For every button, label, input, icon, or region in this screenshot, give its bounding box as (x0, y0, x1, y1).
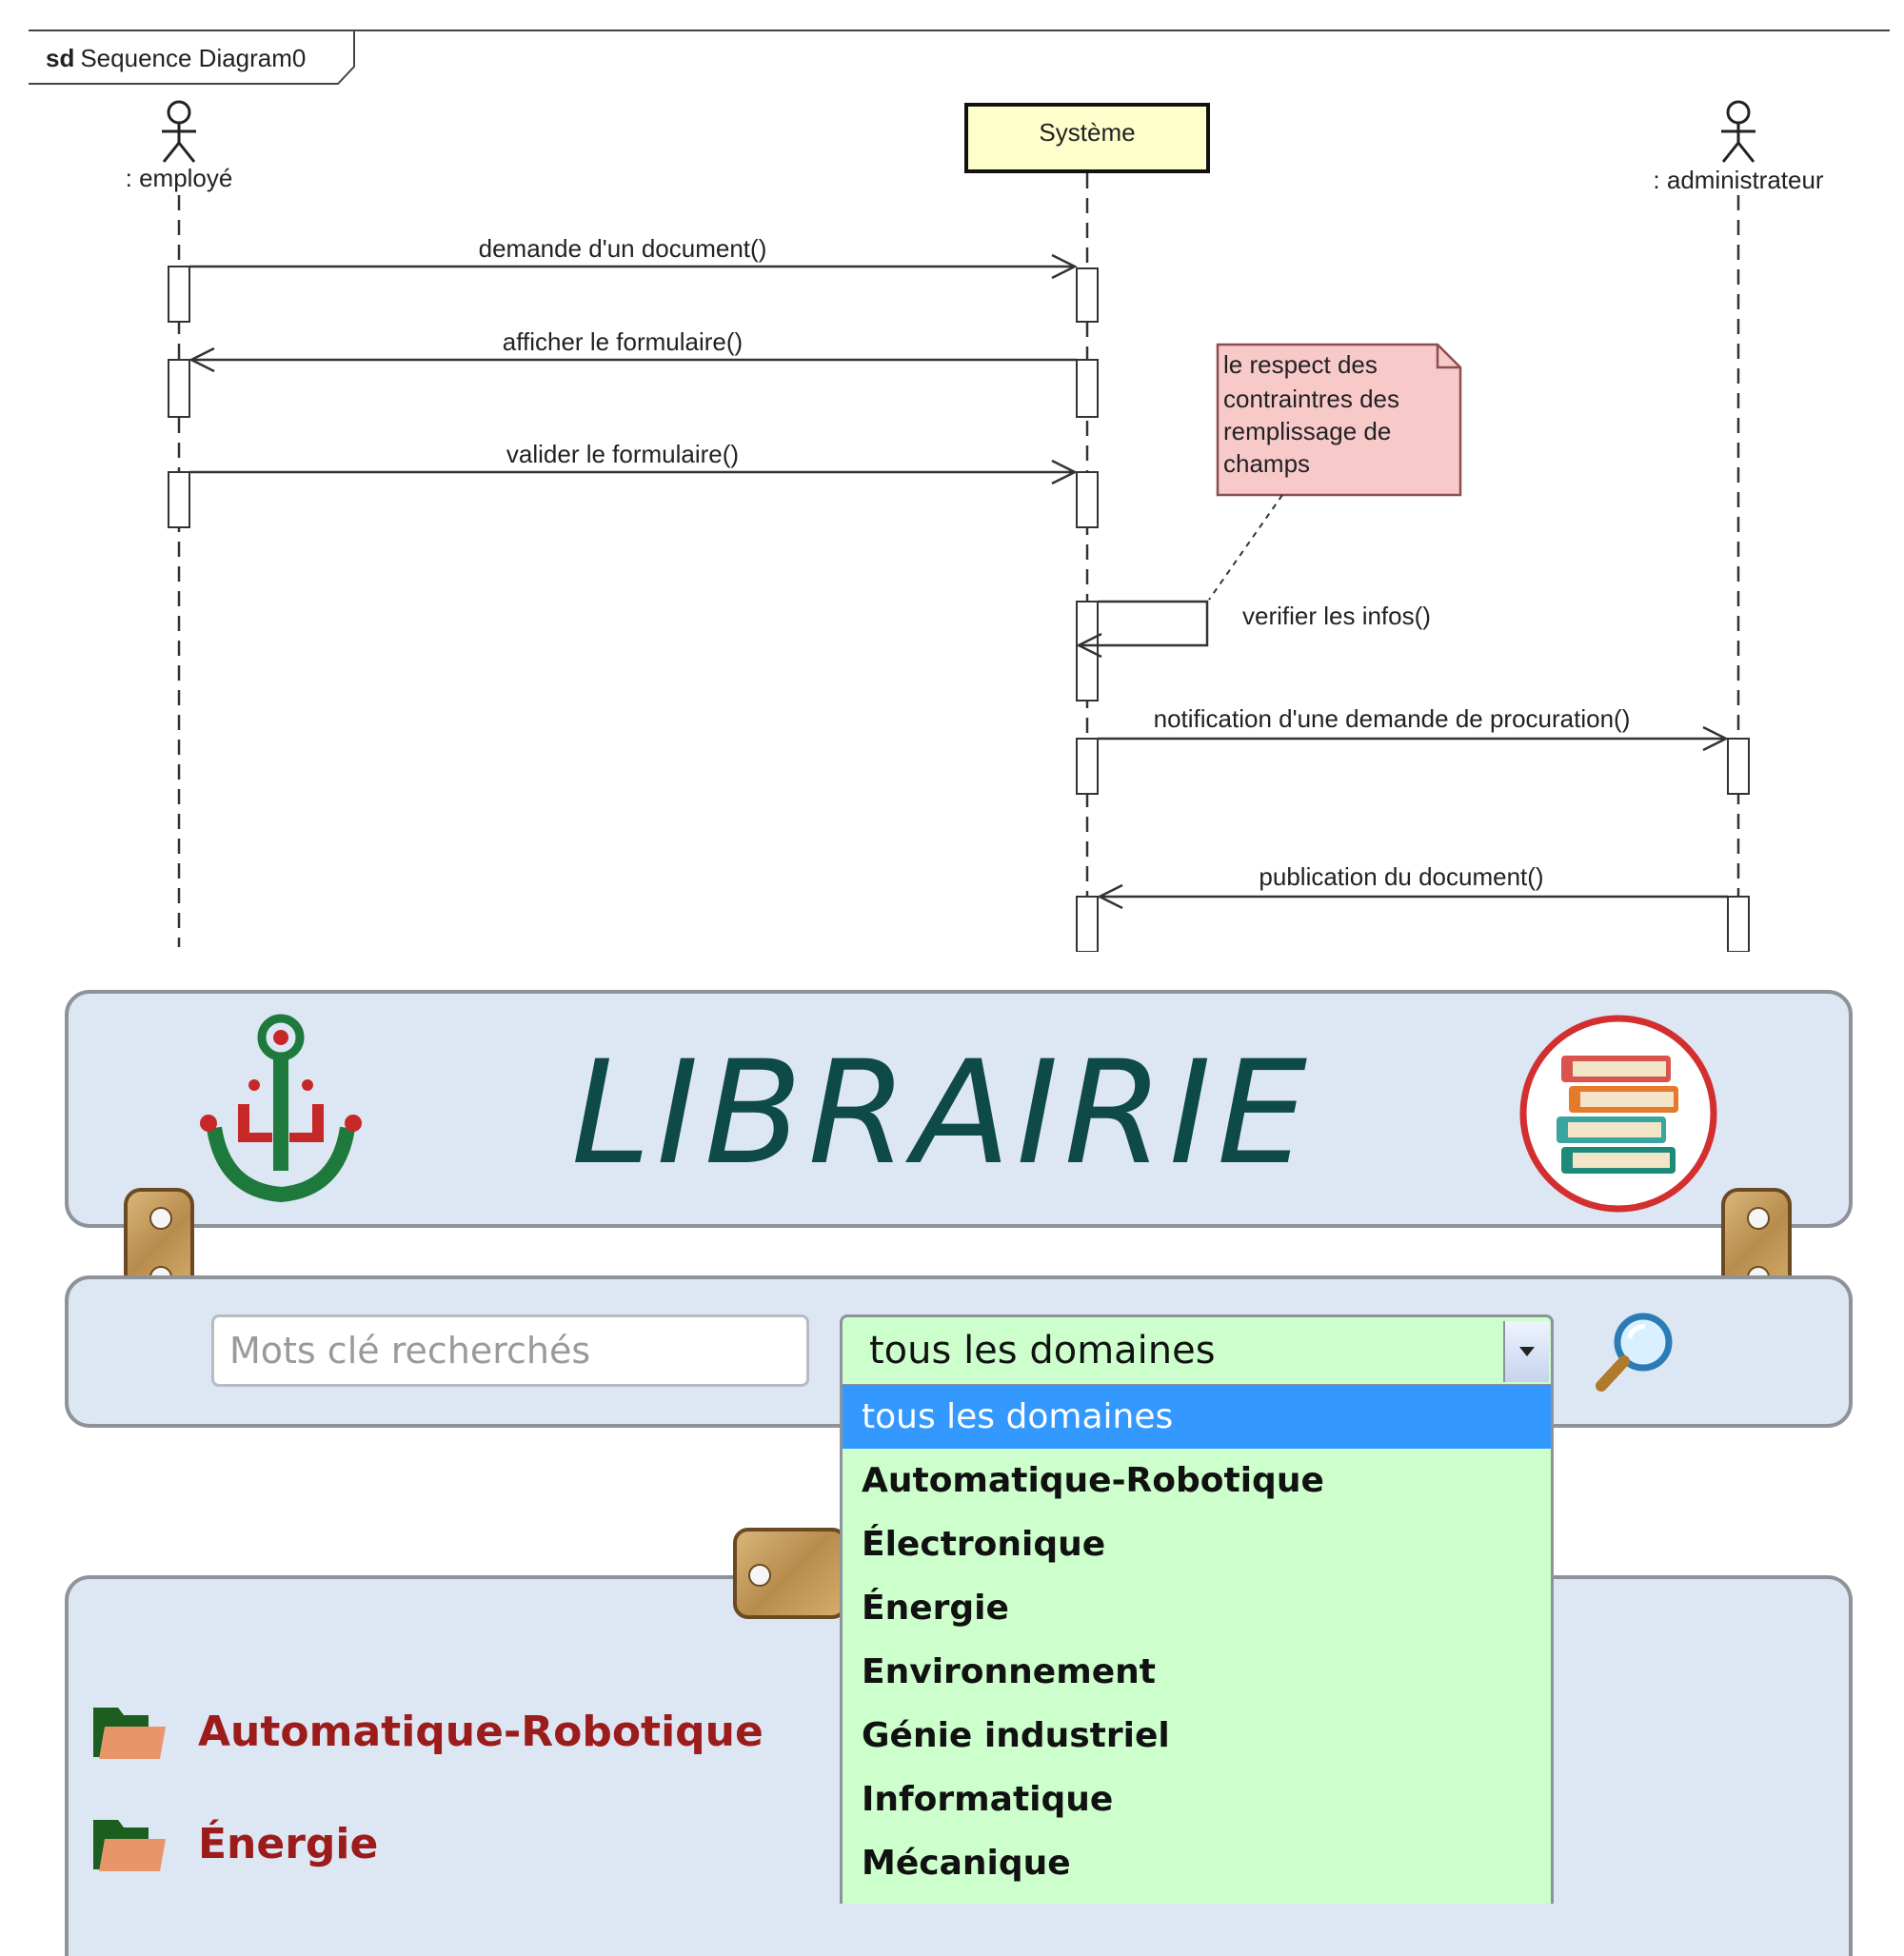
message-3-arrowhead (1051, 459, 1078, 485)
message-6-arrowhead (1097, 883, 1123, 910)
folder-icon (93, 1820, 166, 1871)
message-2-label: afficher le formulaire() (503, 327, 743, 356)
domain-select[interactable]: tous les domaines (840, 1314, 1554, 1387)
activation-systeme-3 (1076, 471, 1099, 528)
strap-hole (1747, 1207, 1770, 1230)
actor-employe (162, 100, 196, 163)
activation-systeme-2 (1076, 359, 1099, 418)
note-line-1: le respect des (1223, 350, 1378, 379)
note-line-3: remplissage de (1223, 417, 1391, 445)
note-anchor-line (1208, 494, 1283, 601)
frame-keyword: sd (46, 44, 74, 72)
message-1-arrowhead (1051, 253, 1078, 280)
folder-icon (93, 1708, 166, 1759)
lifeline-systeme-label: Système (1039, 118, 1135, 147)
message-4-arrowhead (1076, 632, 1102, 659)
message-4-arrow (1079, 600, 1209, 647)
lifeline-systeme-head (964, 103, 1210, 173)
strap-hole (149, 1207, 172, 1230)
dropdown-option[interactable]: Informatique (862, 1780, 1114, 1819)
search-input[interactable] (211, 1314, 809, 1387)
message-5-label: notification d'une demande de procuratio… (1154, 704, 1631, 733)
activation-systeme-4 (1076, 601, 1099, 701)
message-6-label: publication du document() (1259, 862, 1543, 891)
dropdown-option[interactable]: Génie industriel (862, 1716, 1170, 1755)
activation-employe-2 (168, 359, 190, 418)
activation-employe-3 (168, 471, 190, 528)
activation-systeme-1 (1076, 267, 1099, 323)
message-1-label: demande d'un document() (479, 234, 767, 263)
message-5-arrowhead (1702, 725, 1729, 752)
books-logo-icon (1519, 1015, 1717, 1213)
strap-hole (748, 1564, 771, 1587)
strap-middle (733, 1528, 847, 1619)
dropdown-option[interactable]: Électronique (862, 1525, 1106, 1564)
anchor-logo-icon (200, 1014, 362, 1203)
activation-bars (168, 266, 1750, 952)
message-3-label: valider le formulaire() (506, 440, 739, 468)
activation-administrateur-1 (1727, 738, 1750, 795)
message-4-label: verifier les infos() (1242, 602, 1431, 630)
activation-administrateur-2 (1727, 896, 1750, 952)
dropdown-option[interactable]: tous les domaines (843, 1385, 1551, 1449)
domain-dropdown-list: tous les domaines Automatique-Robotique … (840, 1385, 1554, 1904)
activation-employe-1 (168, 266, 190, 323)
activation-systeme-5 (1076, 738, 1099, 795)
dropdown-option[interactable]: Environnement (862, 1652, 1156, 1691)
dropdown-option[interactable]: Énergie (862, 1589, 1009, 1628)
library-page: LIBRAIRIE tous les domaines (0, 952, 1904, 1956)
chevron-down-icon[interactable] (1503, 1321, 1549, 1382)
message-2-arrowhead (188, 346, 215, 373)
domain-select-value: tous les domaines (869, 1329, 1216, 1373)
app-title: LIBRAIRIE (571, 1031, 1314, 1196)
search-icon[interactable] (1588, 1304, 1683, 1399)
dropdown-option[interactable]: Mécanique (862, 1844, 1071, 1883)
note-line-4: champs (1223, 449, 1310, 478)
activation-systeme-6 (1076, 896, 1099, 952)
category-label: Énergie (198, 1820, 379, 1868)
actor-employe-label: : employé (126, 164, 233, 192)
frame-name: Sequence Diagram0 (80, 44, 306, 72)
actor-administrateur (1721, 100, 1755, 163)
frame-tab (29, 30, 355, 85)
note-box (1216, 343, 1462, 497)
note-fold (1436, 345, 1460, 369)
actor-administrateur-label: : administrateur (1653, 166, 1824, 194)
dropdown-option[interactable]: Automatique-Robotique (862, 1461, 1324, 1500)
note-line-2: contraintres des (1223, 385, 1399, 413)
category-label: Automatique-Robotique (198, 1708, 764, 1756)
